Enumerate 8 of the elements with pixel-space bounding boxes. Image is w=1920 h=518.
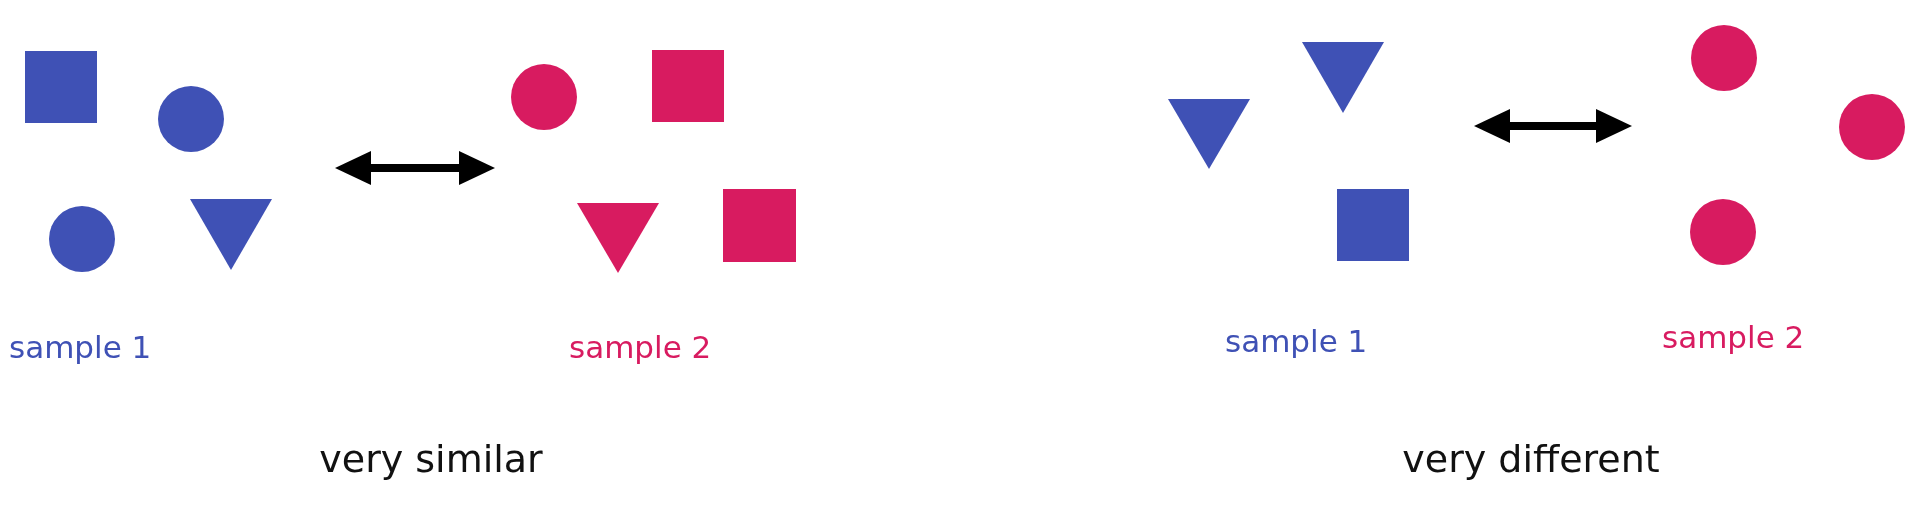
double-arrow bbox=[335, 151, 495, 185]
sample-label: sample 1 bbox=[9, 332, 152, 363]
sample-label: sample 2 bbox=[569, 332, 712, 363]
double-arrow bbox=[1474, 109, 1632, 143]
caption-text: very similar bbox=[319, 440, 543, 478]
caption-text: very different bbox=[1402, 440, 1660, 478]
sample-label: sample 1 bbox=[1225, 326, 1368, 357]
sample-label: sample 2 bbox=[1662, 322, 1805, 353]
